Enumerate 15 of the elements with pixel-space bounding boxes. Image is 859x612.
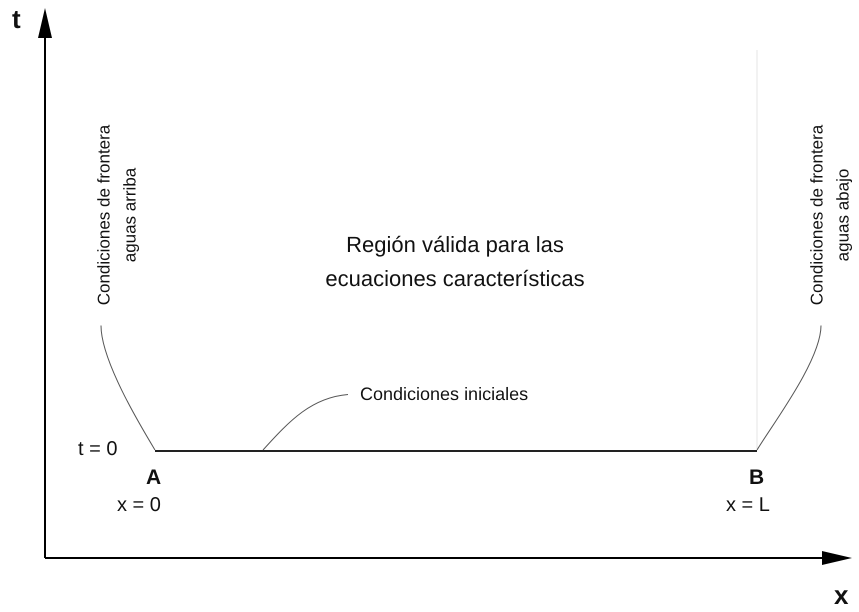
position-label: x = 0 bbox=[117, 494, 161, 517]
point-label: B bbox=[749, 466, 764, 490]
boundary-condition-label: Condiciones de frontera aguas abajo bbox=[804, 108, 856, 322]
time-label: t = 0 bbox=[78, 438, 118, 461]
leader-line bbox=[262, 394, 348, 450]
region-label: Región válida para las ecuaciones características bbox=[324, 231, 586, 293]
leader-line bbox=[756, 325, 822, 450]
leader-line bbox=[100, 325, 156, 450]
initial-condition-label: Condiciones iniciales bbox=[360, 384, 528, 405]
point-label: A bbox=[146, 466, 162, 490]
axis-label: t bbox=[12, 4, 21, 35]
initial-line bbox=[155, 450, 757, 452]
boundary-condition-label: Condiciones de frontera aguas arriba bbox=[91, 108, 143, 322]
axis-label: x bbox=[834, 580, 848, 611]
position-label: x = L bbox=[726, 494, 770, 517]
